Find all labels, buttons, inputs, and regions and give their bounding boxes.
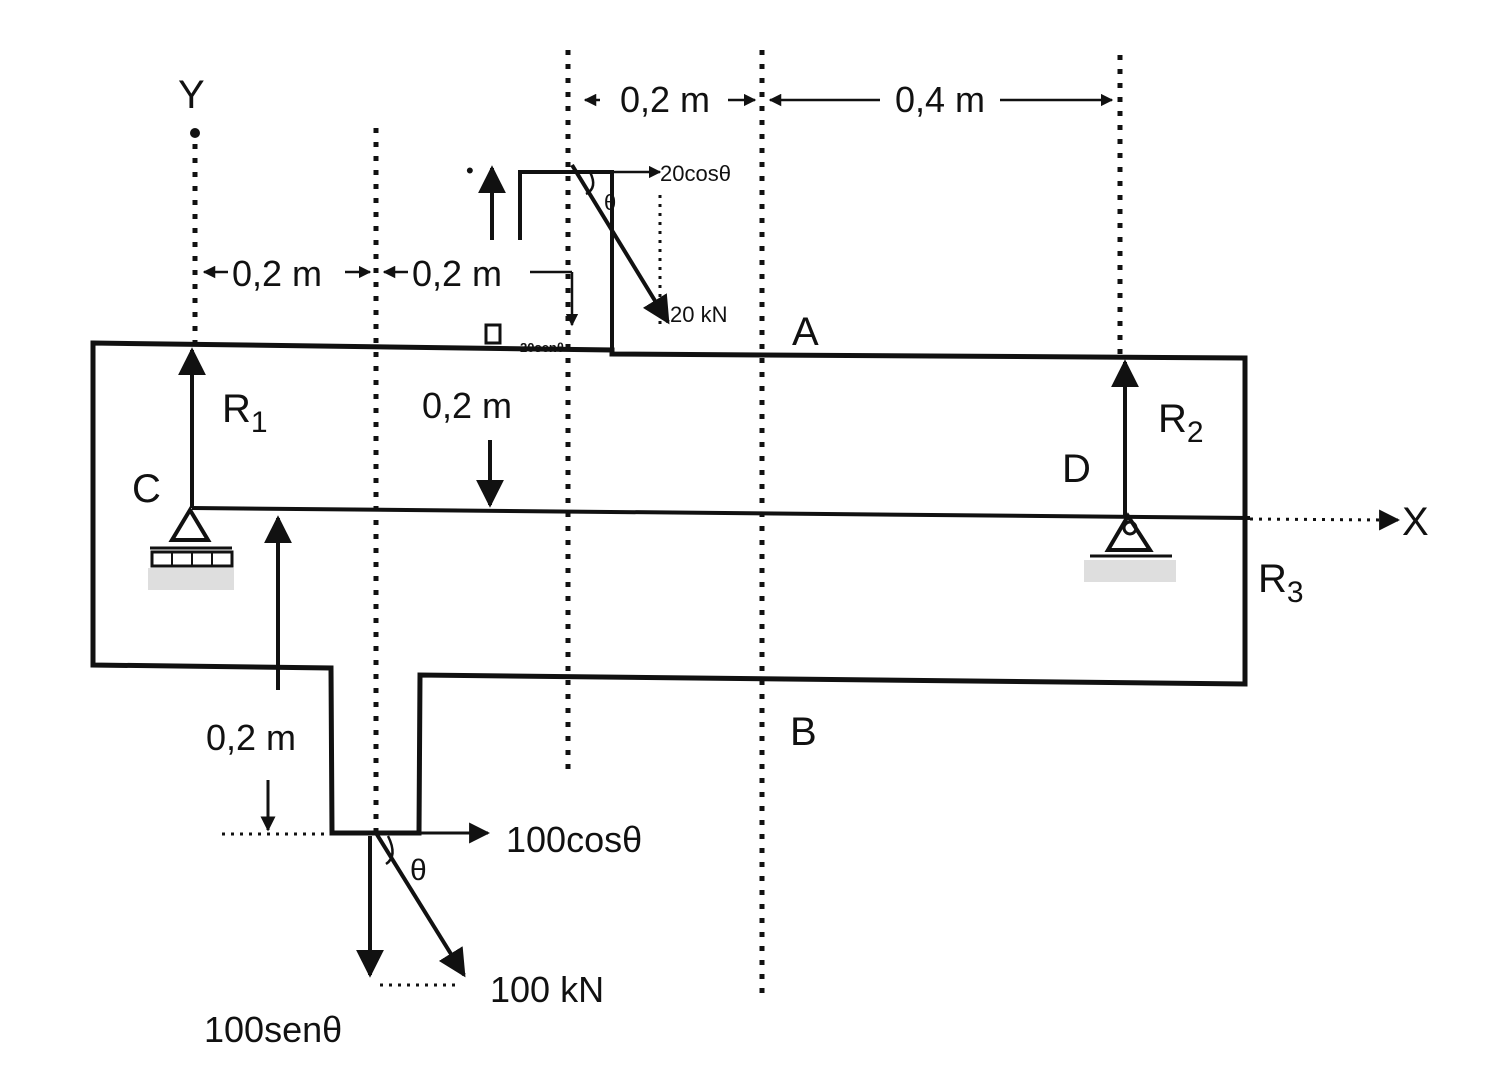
big-force-label: 100 kN [490, 969, 604, 1010]
big-horizontal-label: 100cosθ [506, 819, 642, 860]
big-angle-arc [385, 835, 394, 866]
big-angle-label: θ [410, 854, 427, 887]
small-angle-label: θ [604, 190, 616, 215]
point-a: A [792, 310, 819, 354]
axis-x-label: X [1402, 500, 1429, 544]
point-d: D [1062, 447, 1091, 491]
x-axis-extension [1249, 517, 1386, 522]
dim-mid-right: 0,2 m [412, 253, 502, 294]
body-outline [90, 340, 1248, 836]
small-angle-arc [585, 171, 595, 196]
small-vertical-box [484, 323, 502, 345]
r1-label: R1 [222, 387, 268, 439]
small-horizontal-label: 20cosθ [660, 161, 731, 186]
dim-top-right: 0,4 m [895, 79, 985, 120]
point-b: B [790, 710, 817, 754]
small-force-arrow [570, 163, 670, 325]
dim-top-left: 0,2 m [620, 79, 710, 120]
r2-label: R2 [1158, 397, 1204, 449]
x-axis-line [191, 506, 1251, 520]
dim-mid-left: 0,2 m [232, 253, 322, 294]
small-force-label: 20 kN [670, 302, 727, 327]
axis-y-label: Y [178, 73, 205, 117]
dim-lower-vertical: 0,2 m [206, 717, 296, 758]
big-vertical-label: 100senθ [204, 1009, 342, 1050]
small-vertical-label: 20senθ [520, 340, 564, 355]
support-d [1084, 512, 1176, 582]
point-c: C [132, 467, 161, 511]
tab-dim-star: • [466, 158, 474, 183]
dim-inner-vertical: 0,2 m [422, 385, 512, 426]
y-axis-tip [190, 128, 200, 138]
support-c [148, 506, 234, 590]
top-tab [518, 170, 614, 350]
r3-label: R3 [1258, 557, 1304, 609]
